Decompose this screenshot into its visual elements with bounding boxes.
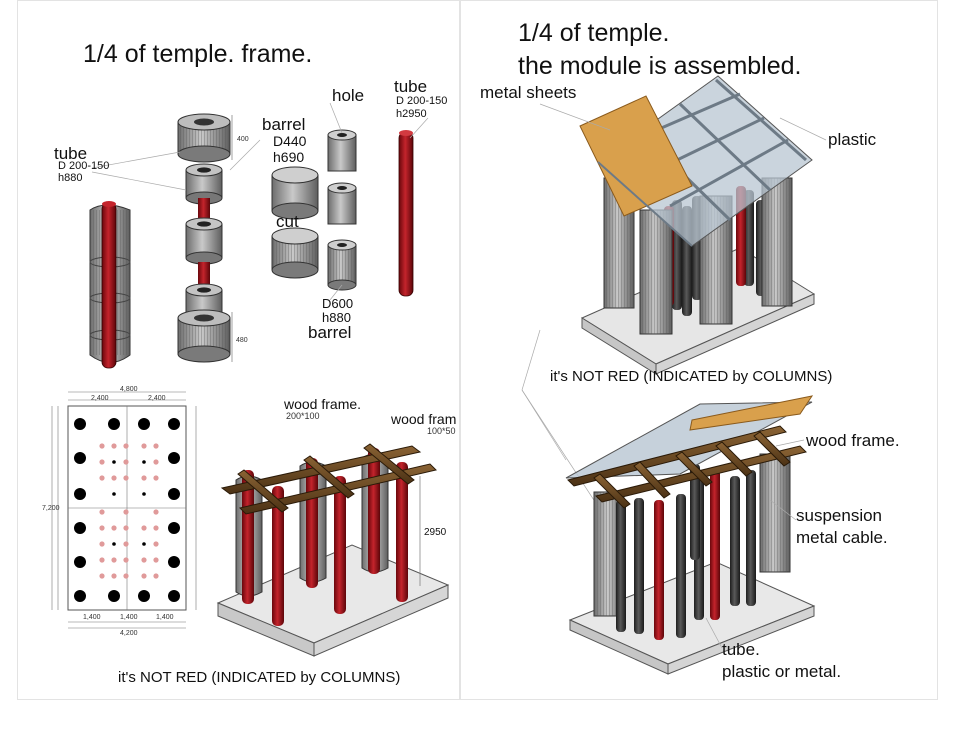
right-caption: it's NOT RED (INDICATED by COLUMNS) [550,368,833,385]
plan-bottom-c: 1,400 [156,614,174,621]
wood-frame-model [216,443,450,657]
plan-side-total: 7,200 [42,505,60,512]
hole-barrel-parts [327,129,357,291]
plan-bottom-b: 1,400 [120,614,138,621]
wood-frame-2-label: wood fram [391,411,457,427]
tube-left-height: h880 [58,172,83,184]
dim-480: 480 [236,337,248,344]
leader-lines-right-bottom [705,439,805,649]
plan-top-a: 2,400 [91,395,109,402]
left-title: 1/4 of temple. frame. [83,40,313,68]
plan-top-b: 2,400 [148,395,166,402]
barrel-top-label: barrel [262,115,306,134]
right-title-line2: the module is assembled. [518,52,802,80]
suspension-label-1: suspension [796,506,883,525]
tube-left-label: tube [54,144,88,163]
tube-right-height: h2950 [396,108,427,120]
plan-bottom-a: 1,400 [83,614,101,621]
barrel-top-diameter: D440 [273,133,307,149]
dim-400: 400 [237,136,249,143]
long-red-tube [398,130,414,297]
plastic-label: plastic [828,130,877,149]
suspension-label-2: metal cable. [796,528,888,547]
exploded-barrel-stack [177,113,233,363]
tube-right-diameter: D 200-150 [396,95,448,107]
right-title-line1: 1/4 of temple. [518,19,670,47]
wood-frame-1-label: wood frame. [284,396,362,412]
plan-bottom-total: 4,200 [120,630,138,637]
tube-label-1: tube. [722,640,760,659]
column-plan [51,391,197,629]
hole-label: hole [332,86,365,105]
left-caption: it's NOT RED (INDICATED by COLUMNS) [118,669,401,686]
tube-label-2: plastic or metal. [722,662,842,681]
plan-top-total: 4,800 [120,386,138,393]
assembled-module-roof [579,75,816,375]
dim-2950: 2950 [424,527,447,538]
cut-label: cut [276,212,299,231]
wood-frame-2-size: 100*50 [427,426,456,436]
suspension-module [565,395,816,675]
barrel-top-height: h690 [273,149,305,165]
tube-left-diameter: D 200-150 [58,160,110,172]
leader-lines-left [91,102,429,301]
barrel-bottom-height: h880 [322,310,351,325]
wood-frame-1-size: 200*100 [286,411,320,421]
metal-sheets-label: metal sheets [480,83,577,102]
exploded-tube-column [89,201,131,369]
barrel-bottom-diameter: D600 [322,296,354,311]
tube-right-label: tube [394,77,428,96]
cut-barrel-parts [271,166,319,279]
barrel-bottom-label: barrel [308,323,352,342]
wood-frame-label: wood frame. [806,431,900,450]
